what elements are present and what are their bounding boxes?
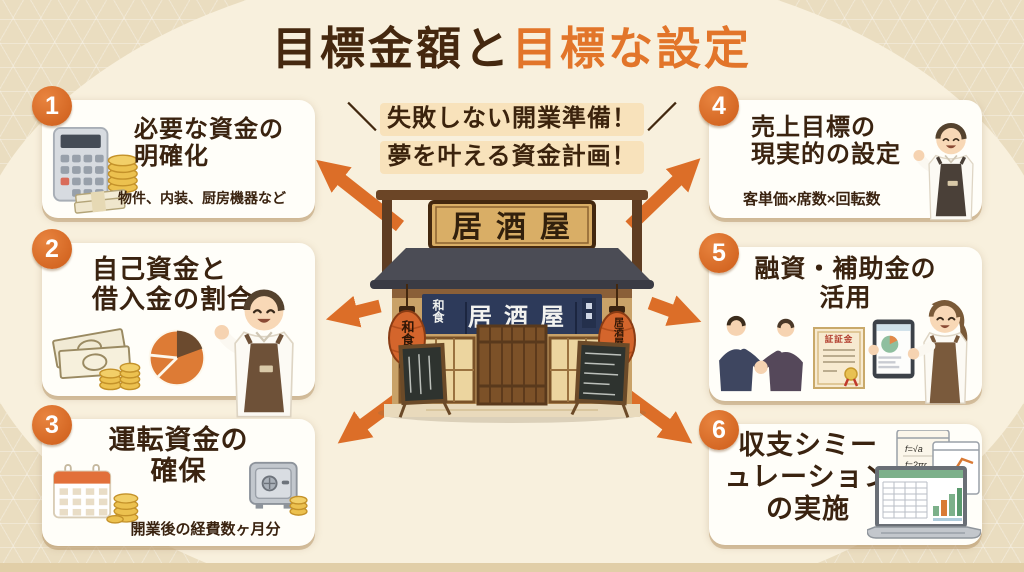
shop-sign: 居酒屋 <box>428 200 596 250</box>
card-title-line: 運転資金の <box>108 425 249 455</box>
izakaya-illustration: 居酒屋 和食 居酒屋 <box>370 190 654 423</box>
banner-line-1: 失敗しない開業準備！ <box>380 103 644 136</box>
menu-board-right <box>570 340 630 418</box>
card-title-line: 必要な資金の <box>134 116 284 143</box>
card-title-line: 融資・補助金の <box>754 255 937 283</box>
step-5-badge: 5 <box>699 233 739 273</box>
card-title-line: 確保 <box>150 455 207 486</box>
page-title-dark: 目標金額と <box>271 23 512 74</box>
page-title-orange: 目標な設定 <box>512 23 753 74</box>
footer-strip <box>0 563 1024 572</box>
step-2-badge: 2 <box>32 229 72 269</box>
noren-side-text: 和食 <box>431 298 445 324</box>
coins-icon <box>99 362 141 391</box>
card-profit-simulation: 6 収支シミー ュレーション の実施 f=√a f=2πr <box>699 410 982 545</box>
coins-icon <box>107 154 138 194</box>
shop-sign-text: 居酒屋 <box>452 211 584 244</box>
lantern-left-text: 和食 <box>400 319 415 347</box>
card-equity-vs-loan: 2 自己資金と 借入金の割合 <box>32 229 315 418</box>
calendar-icon <box>53 463 112 519</box>
step-1-badge: 1 <box>32 86 72 126</box>
center-banner: ＼ 失敗しない開業準備！ ／ 夢を叶える資金計画！ <box>346 103 678 174</box>
card-title-line: 売上目標の <box>751 114 876 141</box>
step-6-badge: 6 <box>699 410 739 450</box>
formula-line-2: f=2πr <box>905 460 928 470</box>
banknotes-icon <box>73 189 127 214</box>
card-sales-target: 4 売上目標の 現実的の設定 客単価×席数×回転数 <box>699 86 982 221</box>
card-working-capital: 3 運転資金の 確保 <box>32 405 315 546</box>
handshake-icon <box>719 315 803 392</box>
laptop-chart-icon: f=√a f=2πr <box>867 430 981 539</box>
card-required-funds: 1 必要な資金の <box>32 86 315 218</box>
calculator-icon <box>52 126 138 214</box>
formula-line-1: f=√a <box>905 444 923 454</box>
card-title-line: ュレーション <box>724 461 892 492</box>
card-title-line: 現実的の設定 <box>751 141 901 169</box>
certificate-icon: 証証金 <box>813 327 865 389</box>
banner-line-2: 夢を叶える資金計画！ <box>380 140 644 174</box>
card-subtitle: 客単価×席数×回転数 <box>743 191 881 208</box>
safe-icon <box>249 461 308 516</box>
entrance-doors <box>476 324 548 406</box>
card-title-line: 活用 <box>819 283 872 312</box>
card-title-line: 自己資金と <box>92 254 228 284</box>
coins-icon <box>106 493 139 524</box>
page-title: 目標金額と目標な設定 <box>0 12 1024 77</box>
slash-left-icon: ＼ <box>347 102 377 136</box>
slash-right-icon: ／ <box>647 102 677 136</box>
card-title-line: 借入金の割合 <box>92 283 255 314</box>
card-title-line: 明確化 <box>134 143 209 171</box>
lantern-right-text: 居酒屋 <box>612 317 624 348</box>
staff-woman-tablet-icon <box>868 299 968 404</box>
card-loans-subsidies: 5 融資・補助金の 活用 証証金 <box>699 233 982 404</box>
card-title-line: の実施 <box>766 493 850 524</box>
card-subtitle: 物件、内装、厨房機器など <box>118 190 286 206</box>
menu-board-left <box>398 342 452 418</box>
step-3-badge: 3 <box>32 405 72 445</box>
staff-man-icon <box>913 122 974 221</box>
staff-man-icon <box>214 289 294 418</box>
card-subtitle: 開業後の経費数ヶ月分 <box>130 521 281 538</box>
pie-chart-icon <box>148 329 206 387</box>
card-title-line: 収支シミー <box>738 430 878 460</box>
step-4-badge: 4 <box>699 86 739 126</box>
coins-icon <box>289 495 308 516</box>
roof <box>370 248 654 289</box>
banknotes-icon <box>52 328 141 391</box>
certificate-title-text: 証証金 <box>825 334 854 344</box>
